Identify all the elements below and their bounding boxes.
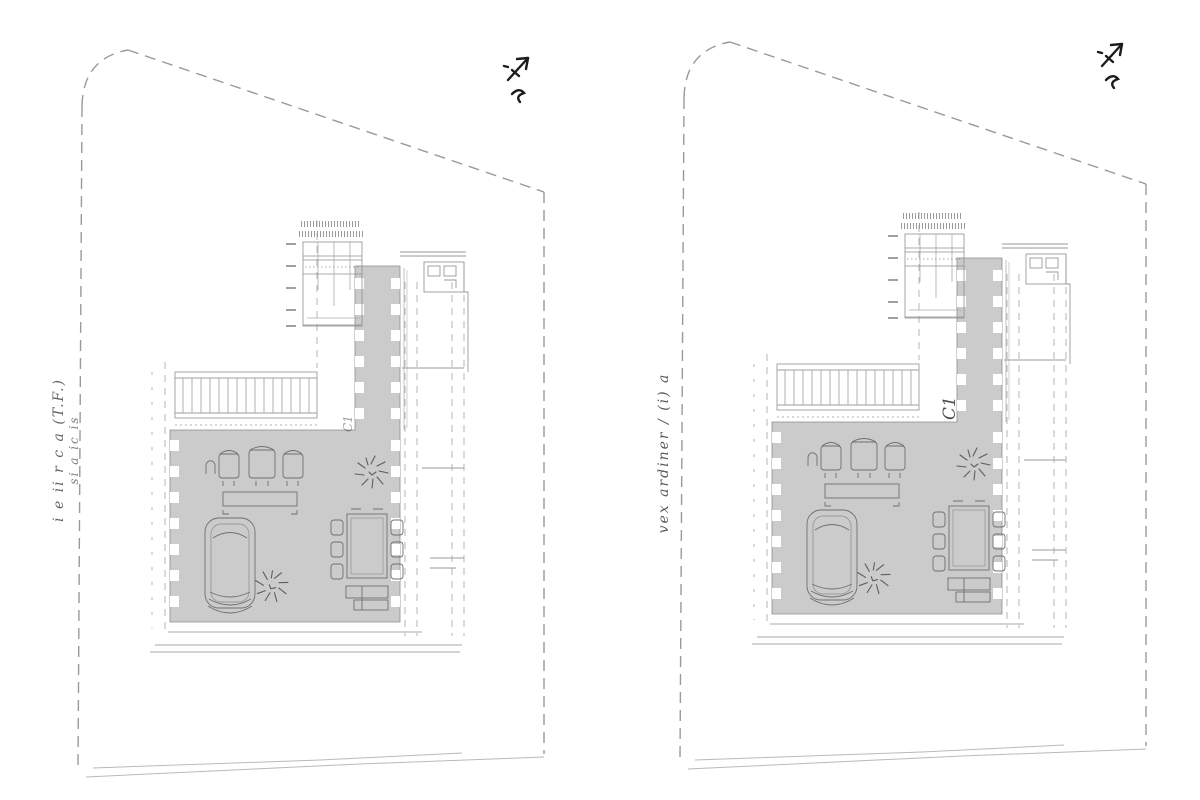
plan-right: C1	[680, 42, 1146, 769]
plan-left: C1	[78, 50, 544, 777]
unit-label: C1	[940, 396, 960, 420]
handwritten-annotation-left: i e ii r c a (T.F.) si a ic is	[51, 378, 81, 522]
handwritten-annotation-right: vex ardiner / (i) a	[656, 372, 672, 534]
north-arrow-icon	[502, 56, 530, 104]
unit-label: C1	[341, 415, 355, 432]
north-arrow-icon	[1096, 42, 1124, 90]
